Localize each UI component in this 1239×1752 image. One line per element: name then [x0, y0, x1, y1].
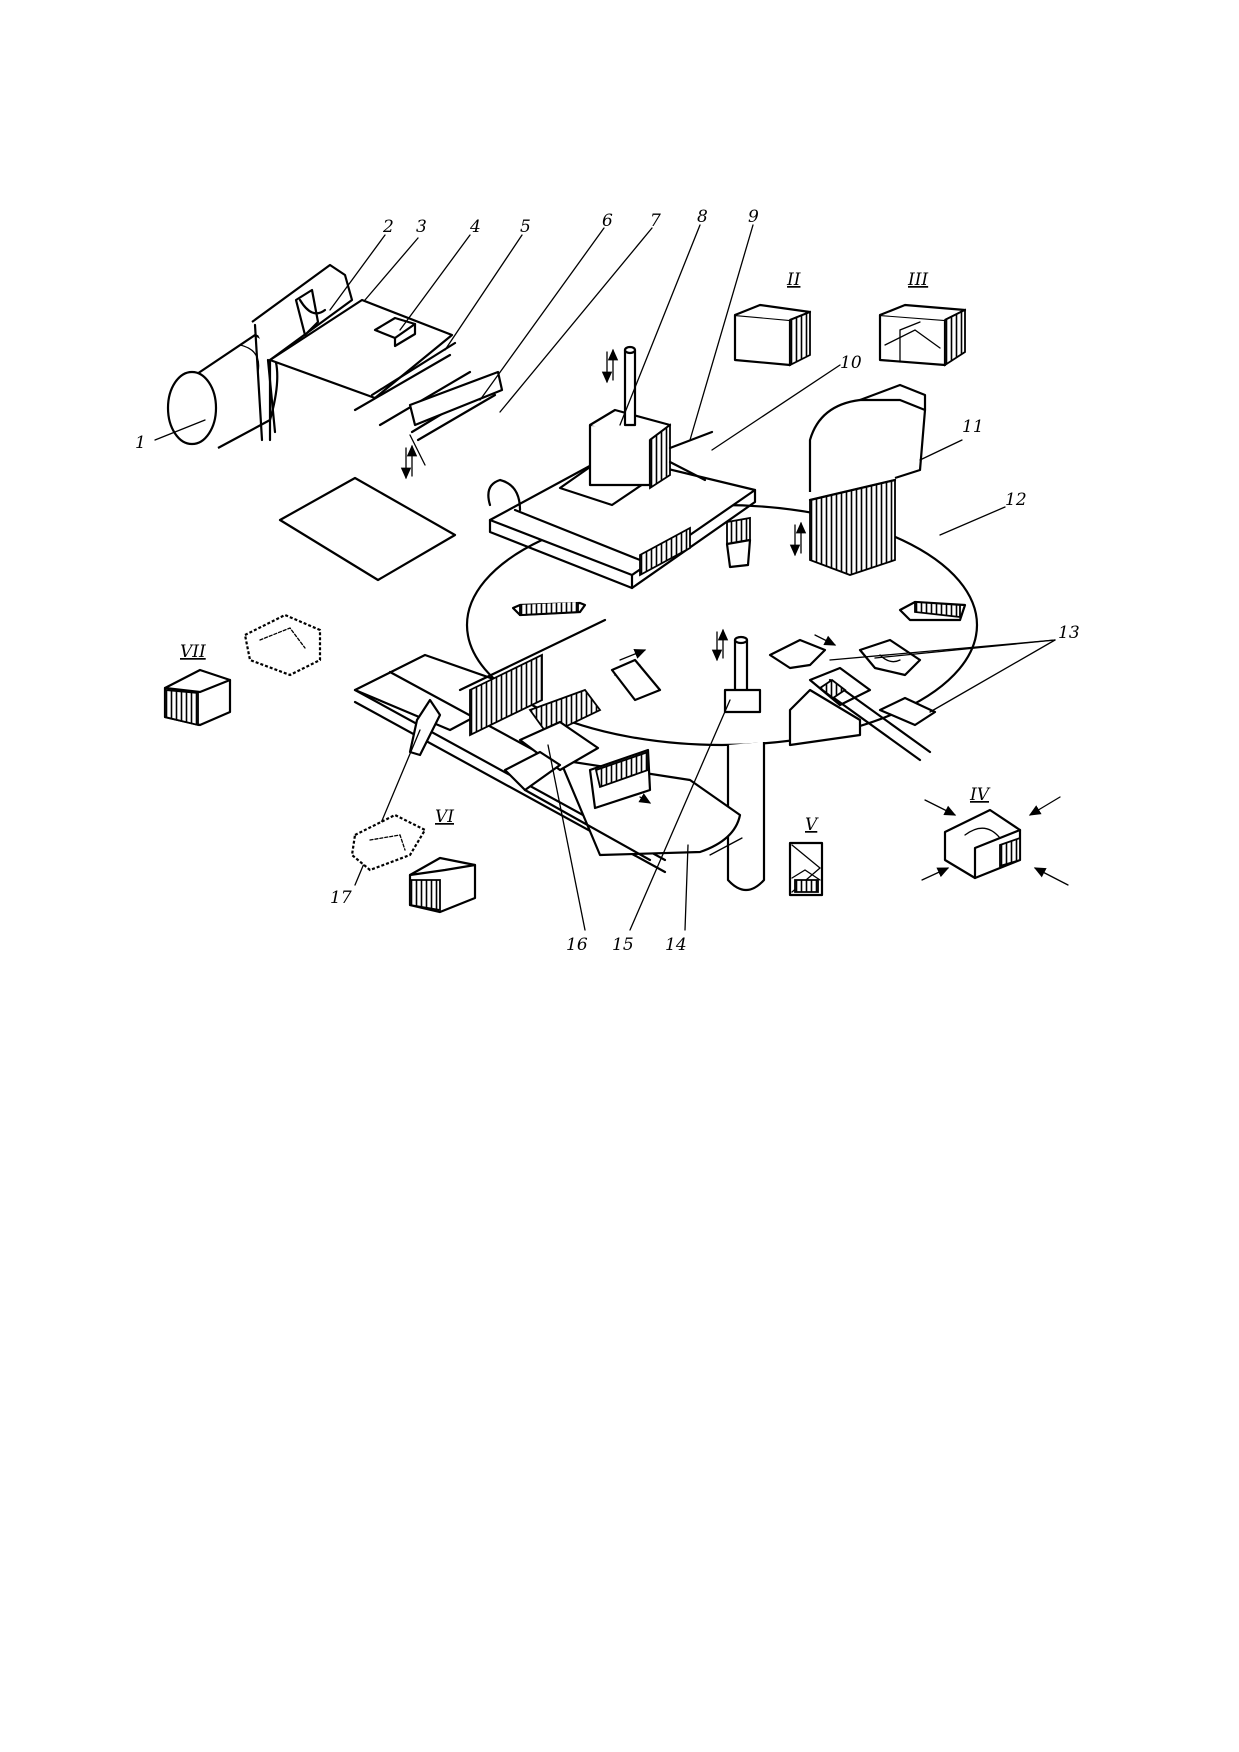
label-7: 7 [650, 211, 661, 231]
stage-IV-carton [943, 808, 1022, 880]
numeric-labels: 1 2 3 4 5 6 7 8 9 10 11 12 13 14 15 16 1… [135, 207, 1080, 955]
unwinder-frame [251, 263, 354, 442]
label-IV: IV [969, 785, 991, 805]
up-down-arrow-hopper [789, 521, 807, 557]
stage-III-carton [878, 303, 967, 367]
label-13: 13 [1058, 623, 1080, 643]
discharge-conveyor [353, 618, 742, 874]
label-12: 12 [1005, 490, 1027, 510]
paper-roll [166, 333, 279, 449]
label-9: 9 [748, 207, 759, 227]
label-II: II [786, 270, 801, 290]
label-VI: VI [435, 807, 454, 827]
label-17: 17 [330, 888, 352, 908]
label-16: 16 [566, 935, 588, 955]
label-V: V [805, 815, 819, 835]
forming-station [487, 345, 757, 590]
label-11: 11 [962, 417, 984, 437]
label-15: 15 [612, 935, 634, 955]
up-down-arrow-former [601, 348, 619, 384]
label-8: 8 [697, 207, 708, 227]
plunger [723, 635, 762, 714]
cut-sheet [278, 476, 457, 582]
stage-V-carton [788, 841, 824, 897]
label-10: 10 [840, 353, 862, 373]
label-VII: VII [180, 642, 206, 662]
blank-hopper [808, 383, 927, 576]
stage-II-carton [733, 303, 812, 367]
table-cartons [511, 516, 967, 622]
label-14: 14 [665, 935, 687, 955]
up-down-arrow-sheet [400, 444, 418, 480]
label-5: 5 [520, 217, 531, 237]
feed-rollers [353, 341, 504, 466]
stage-IV-arrows [921, 796, 1069, 886]
label-1: 1 [135, 433, 146, 453]
roman-labels: II III IV V VI VII [180, 270, 991, 835]
stage-VI-cartons [350, 813, 477, 914]
label-6: 6 [602, 211, 613, 231]
label-4: 4 [469, 217, 481, 237]
folding-plates [768, 638, 937, 762]
stage-VII-cartons [163, 613, 322, 727]
label-III: III [907, 270, 928, 290]
label-2: 2 [382, 217, 394, 237]
up-down-arrow-plunger [711, 628, 729, 662]
label-3: 3 [416, 217, 427, 237]
table-arrows [610, 634, 837, 702]
leader-lines [154, 224, 1056, 931]
